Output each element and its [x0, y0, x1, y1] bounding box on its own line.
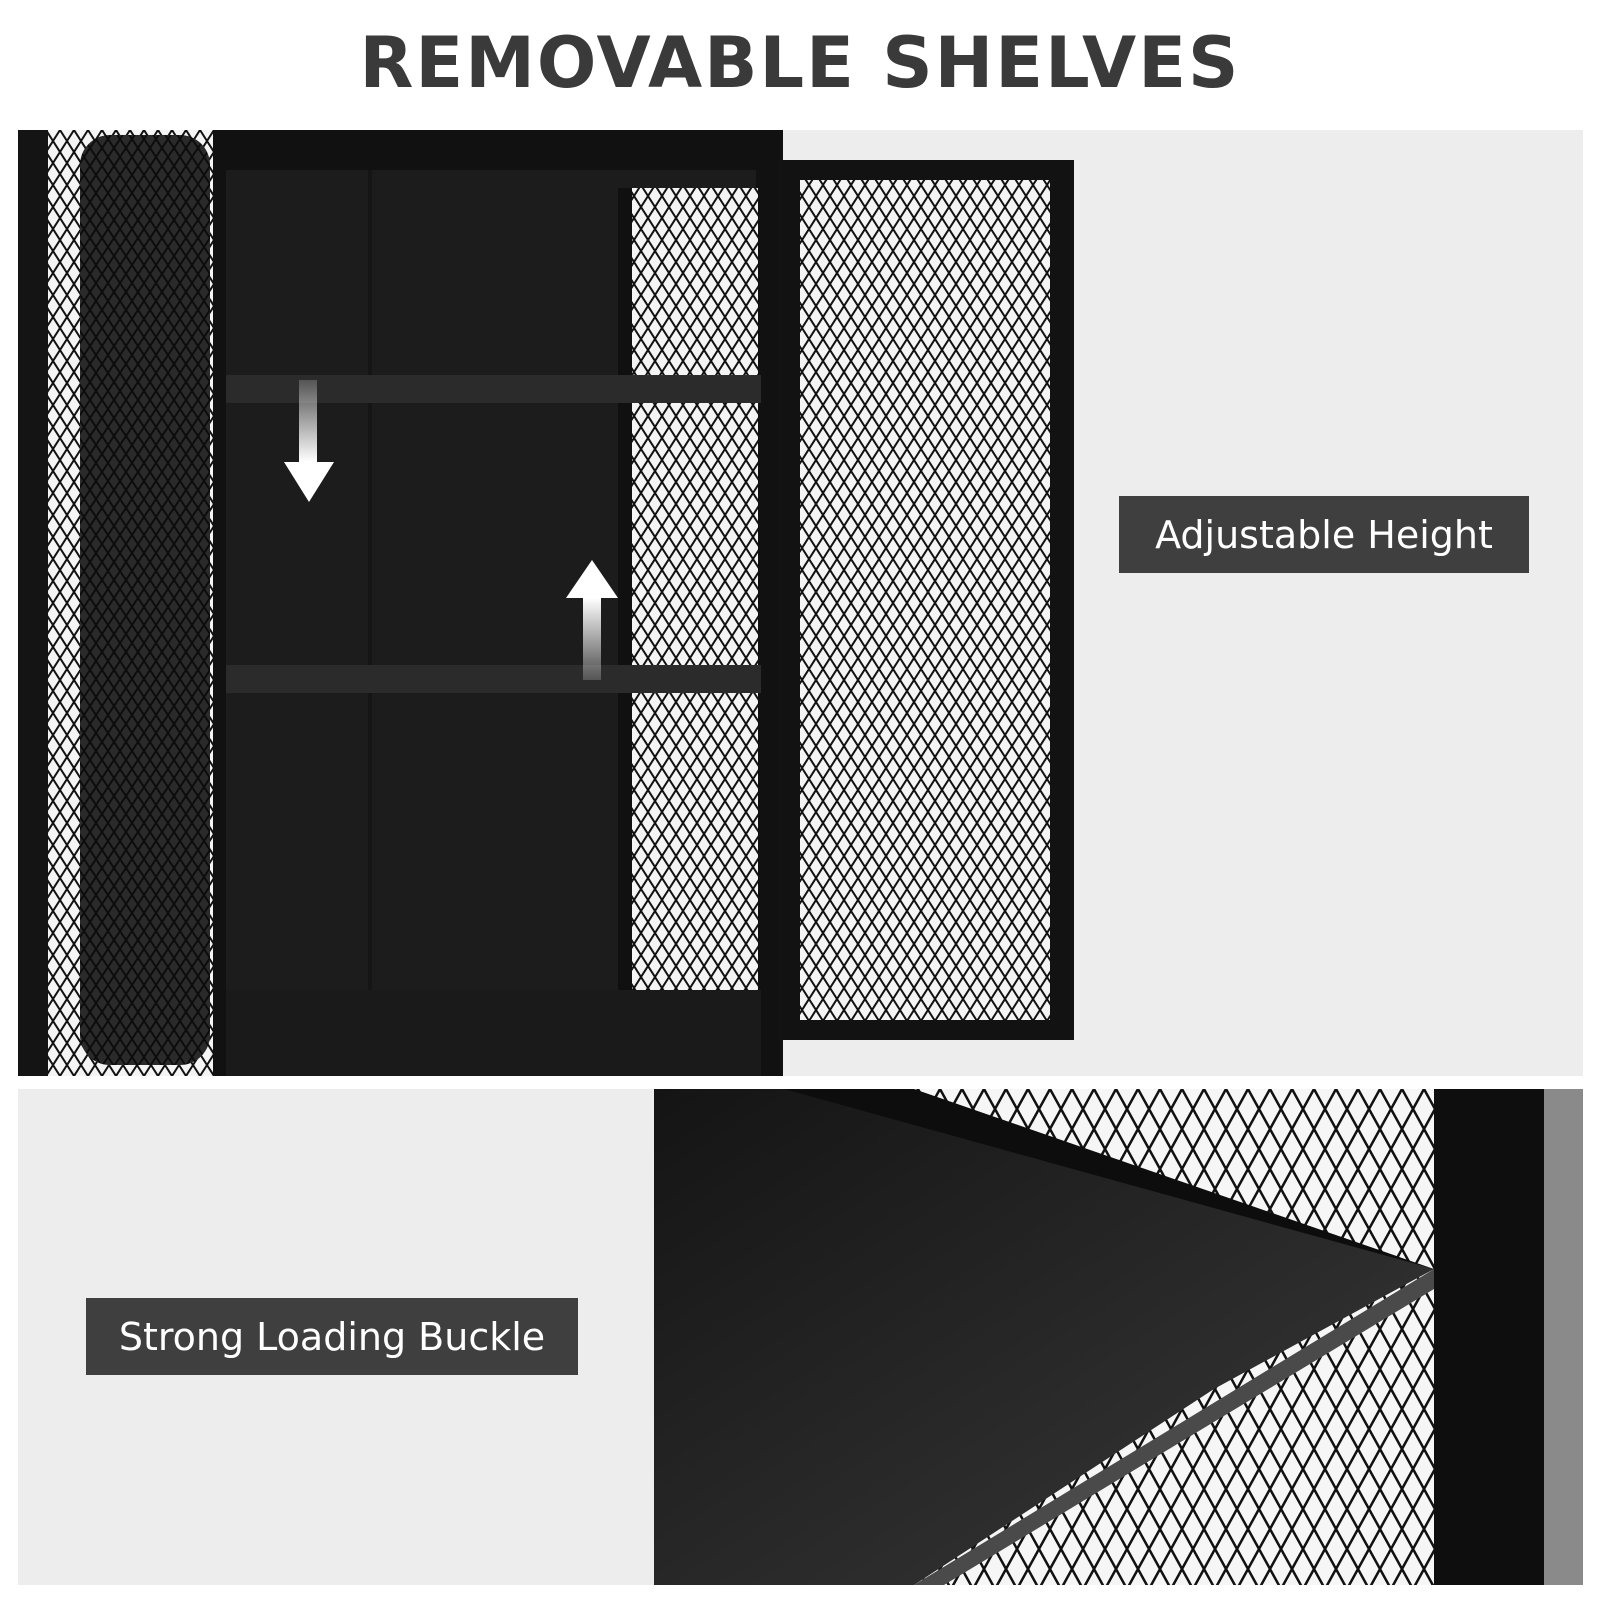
buckle-text-panel: Strong Loading Buckle — [18, 1089, 654, 1585]
page-title: REMOVABLE SHELVES — [359, 22, 1241, 104]
cabinet-illustration — [18, 130, 1074, 1076]
cabinet-photo-panel: Adjustable Height — [18, 130, 1583, 1076]
arrow-down-icon — [284, 380, 334, 502]
strong-loading-buckle-label: Strong Loading Buckle — [86, 1298, 578, 1375]
shelf-closeup-photo — [654, 1089, 1583, 1585]
arrow-up-icon — [566, 560, 618, 680]
adjustable-height-label: Adjustable Height — [1119, 496, 1529, 573]
